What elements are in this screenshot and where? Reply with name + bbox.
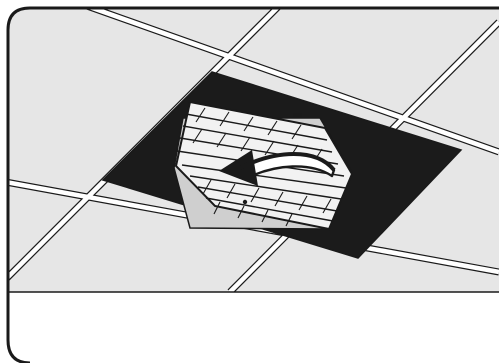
- frame-border: [6, 6, 499, 363]
- grille-panel: [173, 100, 354, 231]
- wall-surface: [8, 292, 499, 363]
- curved-arrow-icon: [219, 150, 336, 186]
